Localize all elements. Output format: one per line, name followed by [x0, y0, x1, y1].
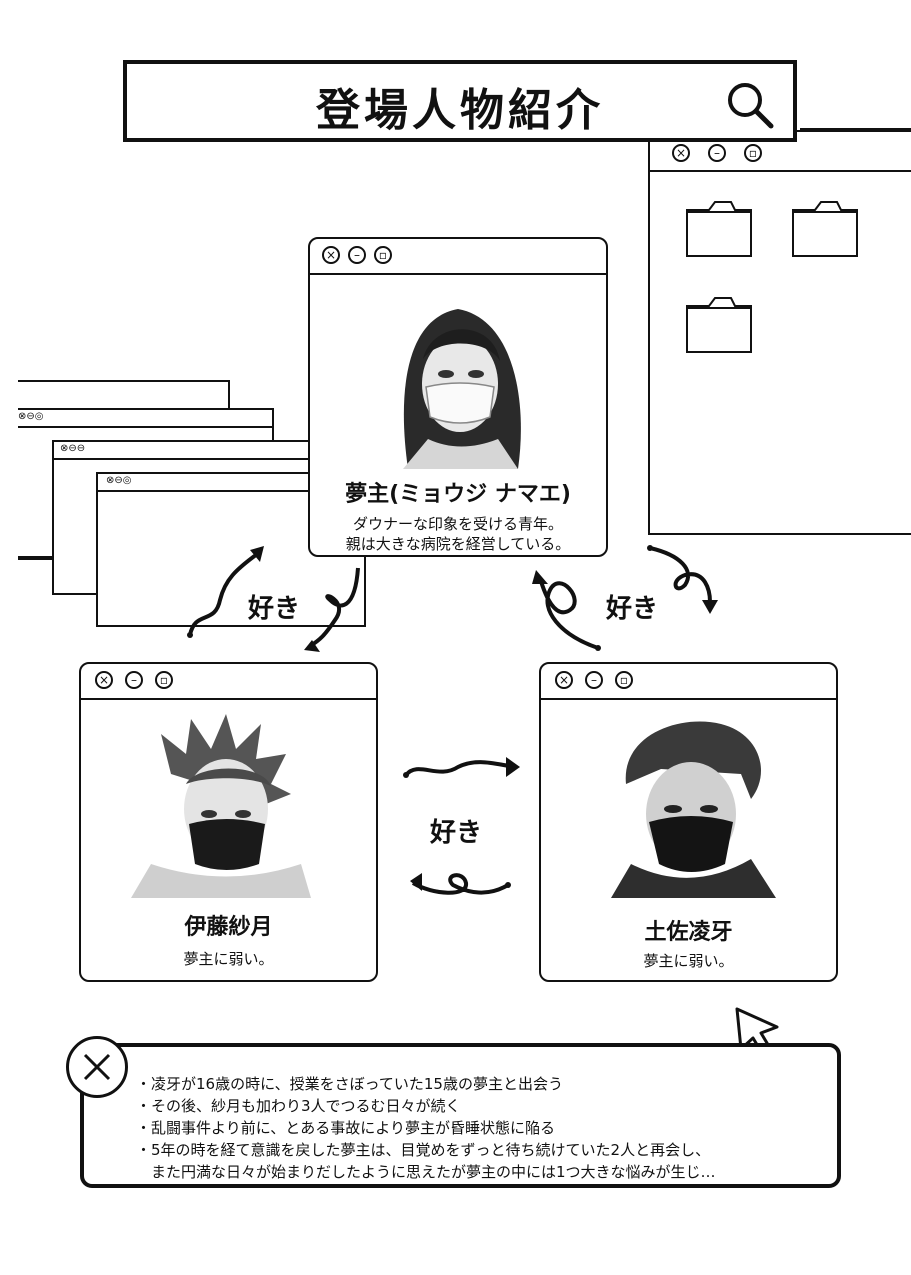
relation-label-left: 好き — [248, 594, 301, 624]
left-character-name: 伊藤紗月 — [184, 915, 273, 940]
folder-icon[interactable] — [790, 198, 860, 260]
list-item: ・その後、紗月も加わり3人でつるむ日々が続く — [136, 1097, 461, 1115]
title-bar: 登場人物紹介 — [123, 60, 797, 142]
minimize-icon[interactable]: – — [125, 671, 143, 689]
notes-panel: ・凌牙が16歳の時に、授業をさぼっていた15歳の夢主と出会う ・その後、紗月も加… — [80, 1043, 841, 1188]
curly-arrow-icon — [532, 545, 718, 651]
curly-arrow-icon — [403, 757, 520, 895]
character-portrait — [611, 721, 776, 898]
main-character-desc-1: ダウナーな印象を受ける青年。 — [352, 515, 563, 533]
left-character-card: × – ▫ 伊藤紗月 夢主に弱い。 — [79, 662, 378, 982]
maximize-icon[interactable]: ▫ — [155, 671, 173, 689]
close-icon: ⊗⊖⊖ — [60, 443, 86, 454]
right-character-card: × – ▫ 土佐凌牙 夢主に弱い。 — [539, 662, 838, 982]
close-icon[interactable]: × — [322, 246, 340, 264]
close-icon: ⊗⊖◎ — [18, 411, 44, 422]
close-icon[interactable] — [66, 1036, 128, 1098]
main-character-desc-2: 親は大きな病院を経営している。 — [345, 535, 571, 553]
maximize-icon[interactable]: ▫ — [374, 246, 392, 264]
search-icon[interactable] — [725, 80, 775, 130]
maximize-icon[interactable]: ▫ — [615, 671, 633, 689]
folder-icon[interactable] — [684, 198, 754, 260]
close-icon[interactable]: × — [555, 671, 573, 689]
window-titlebar: × – ▫ — [81, 664, 376, 700]
curly-arrow-icon — [187, 546, 360, 652]
right-character-desc: 夢主に弱い。 — [643, 952, 734, 970]
main-character-card: × – ▫ 夢主(ミョウジ ナマエ) ダウナーな印象を受ける青年。 親は大きな病… — [308, 237, 608, 557]
minimize-icon[interactable]: – — [708, 144, 726, 162]
maximize-icon[interactable]: ▫ — [744, 144, 762, 162]
notes-list: ・凌牙が16歳の時に、授業をさぼっていた15歳の夢主と出会う ・その後、紗月も加… — [136, 1073, 716, 1183]
character-portrait — [368, 279, 548, 469]
window-titlebar: × – ▫ — [310, 239, 606, 275]
close-icon[interactable]: × — [672, 144, 690, 162]
bg-folder-window: × – ▫ — [648, 130, 911, 535]
right-character-name: 土佐凌牙 — [644, 920, 733, 945]
divider-line — [800, 128, 911, 130]
list-item: ・5年の時を経て意識を戻した夢主は、目覚めをずっと待ち続けていた2人と再会し、 — [136, 1141, 711, 1159]
folder-icon[interactable] — [684, 294, 754, 356]
list-item: また円満な日々が始まりだしたように思えたが夢主の中には1つ大きな悩みが生じ… — [136, 1163, 716, 1181]
list-item: ・凌牙が16歳の時に、授業をさぼっていた15歳の夢主と出会う — [136, 1075, 563, 1093]
minimize-icon[interactable]: – — [585, 671, 603, 689]
window-titlebar: × – ▫ — [541, 664, 836, 700]
left-character-desc: 夢主に弱い。 — [183, 950, 274, 968]
minimize-icon[interactable]: – — [348, 246, 366, 264]
main-character-name: 夢主(ミョウジ ナマエ) — [345, 482, 571, 507]
page-title: 登場人物紹介 — [316, 85, 604, 136]
character-portrait — [131, 714, 311, 898]
list-item: ・乱闘事件より前に、とある事故により夢主が昏睡状態に陥る — [136, 1119, 555, 1137]
relation-label-right: 好き — [606, 594, 659, 624]
relation-label-middle: 好き — [430, 818, 483, 848]
close-icon: ⊗⊖◎ — [106, 475, 132, 486]
close-icon[interactable]: × — [95, 671, 113, 689]
